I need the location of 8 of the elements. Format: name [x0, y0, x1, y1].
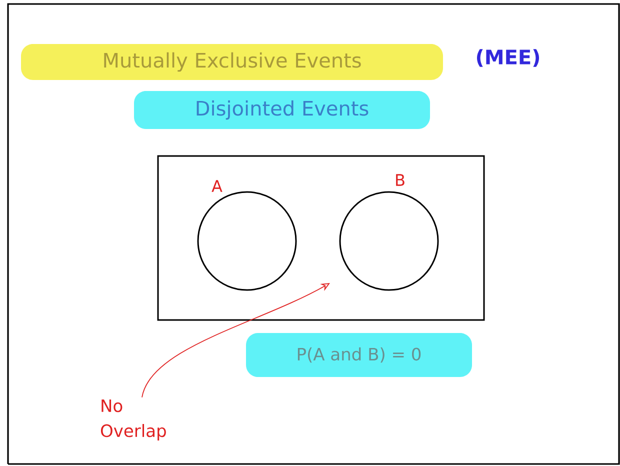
highlight-band: P(A and B) = 0	[246, 333, 472, 377]
node-label: B	[396, 174, 404, 186]
sample-space-box	[157, 155, 485, 321]
annotation-text: No Overlap	[100, 400, 166, 440]
node-label: A	[212, 180, 222, 192]
highlight-band: Disjointed Events	[134, 91, 430, 129]
abbreviation-text: (MEE)	[476, 49, 540, 67]
highlight-band: Mutually Exclusive Events	[21, 44, 443, 80]
